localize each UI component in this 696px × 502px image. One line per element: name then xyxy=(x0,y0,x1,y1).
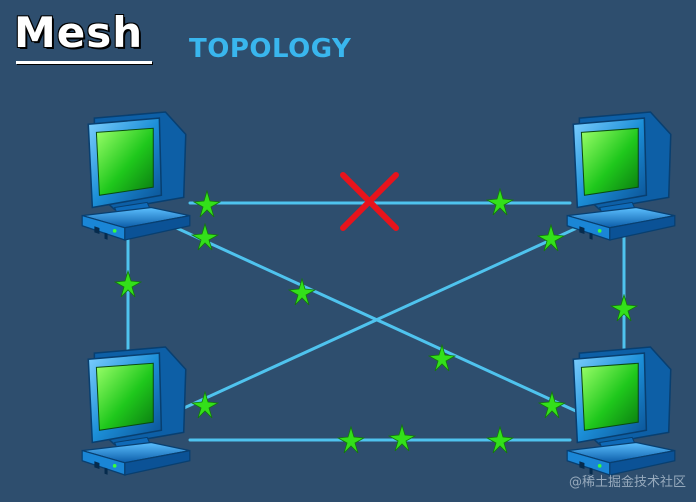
link-diagonal-tr-bl xyxy=(182,220,592,410)
link-diagonal-tl-br xyxy=(168,223,580,414)
signal-star-icon xyxy=(193,190,221,218)
signal-star-icon xyxy=(191,391,219,419)
signal-star-icon xyxy=(486,426,514,454)
signal-star-icon xyxy=(388,424,416,452)
computer-bottom-right xyxy=(566,346,676,476)
title-underline xyxy=(16,61,152,64)
computer-top-left xyxy=(81,111,191,241)
title-topology: TOPOLOGY xyxy=(189,34,352,64)
computer-bottom-left xyxy=(81,346,191,476)
title-block: Mesh TOPOLOGY xyxy=(14,8,351,64)
broken-link-x-icon xyxy=(340,172,399,231)
signal-star-icon xyxy=(537,224,565,252)
watermark: @稀土掘金技术社区 xyxy=(568,475,686,490)
signal-star-icon xyxy=(486,188,514,216)
computer-top-right xyxy=(566,111,676,241)
signal-star-icon xyxy=(337,426,365,454)
title-mesh: Mesh xyxy=(14,8,144,57)
signal-star-icon xyxy=(428,344,456,372)
